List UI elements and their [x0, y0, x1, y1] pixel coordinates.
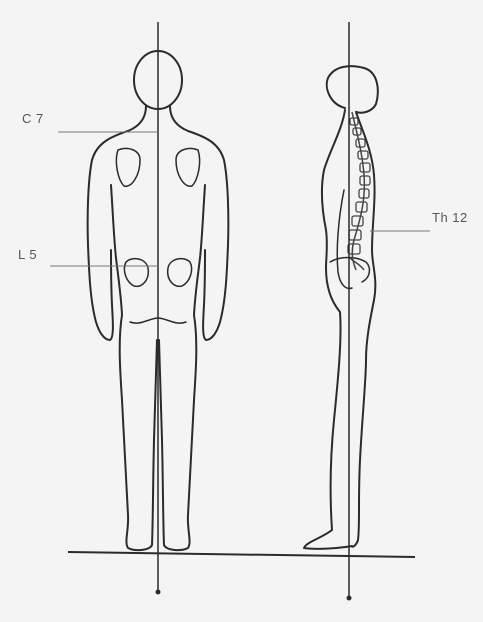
l5-label: L 5 — [18, 247, 37, 262]
side-plumb-bob — [347, 596, 352, 601]
c7-label: C 7 — [22, 111, 44, 126]
back-plumb-bob — [156, 590, 161, 595]
th12-label: Th 12 — [432, 210, 468, 225]
